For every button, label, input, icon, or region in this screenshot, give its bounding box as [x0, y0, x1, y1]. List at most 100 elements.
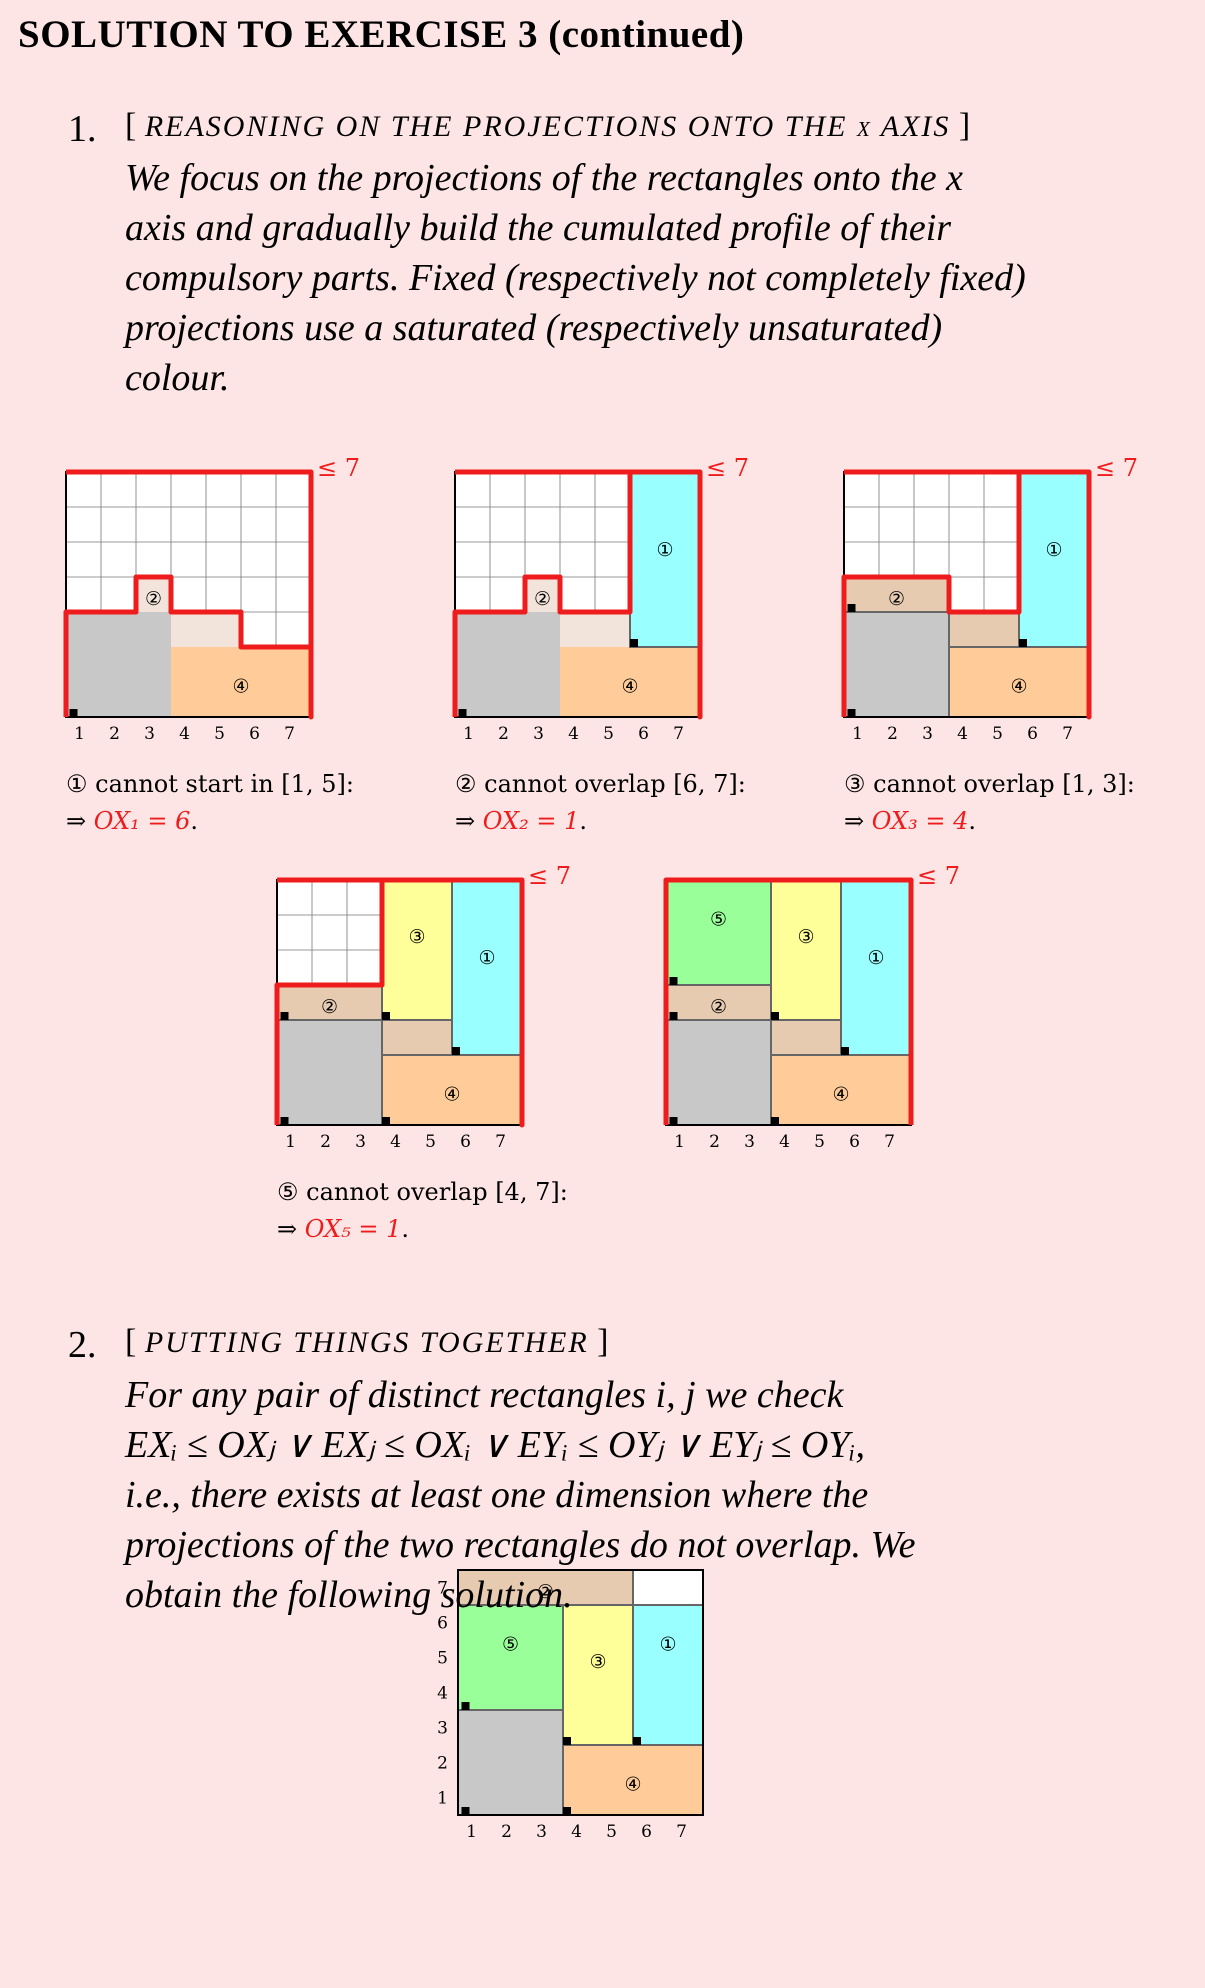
rect-label: ③ — [408, 926, 425, 948]
rect-label: ③ — [797, 926, 814, 948]
rect-label: ④ — [1010, 676, 1027, 698]
rect-label: ④ — [624, 1774, 641, 1796]
body-line: obtain the following solution. — [125, 1574, 573, 1616]
x-tick-label: 3 — [536, 1822, 547, 1842]
caption-4: ⑤ cannot overlap [4, 7]: ⇒ OX₅ = 1. — [277, 1174, 568, 1248]
x-tick-label: 3 — [922, 724, 933, 744]
body-line: We focus on the projections of the recta… — [125, 157, 963, 199]
origin-marker — [771, 1012, 779, 1020]
x-tick-label: 6 — [849, 1132, 860, 1152]
x-tick-label: 2 — [709, 1132, 720, 1152]
rect-label: ① — [656, 539, 673, 561]
caption-result: OX₃ = 4 — [871, 807, 969, 835]
x-tick-label: 1 — [852, 724, 863, 744]
x-tick-label: 3 — [355, 1132, 366, 1152]
y-tick-label: 5 — [437, 1649, 448, 1669]
y-tick-label: 1 — [437, 1789, 448, 1809]
origin-marker — [563, 1737, 571, 1745]
rect-label: ⑤ — [710, 909, 727, 931]
implies-symbol: ⇒ — [277, 1215, 305, 1243]
origin-marker — [1019, 639, 1027, 647]
origin-marker — [280, 1012, 289, 1020]
rect-4 — [171, 647, 311, 717]
x-tick-label: 2 — [320, 1132, 331, 1152]
x-tick-label: 7 — [495, 1132, 506, 1152]
x-tick-label: 5 — [606, 1822, 617, 1842]
origin-marker — [633, 1737, 641, 1745]
rect-4-top — [948, 611, 1020, 648]
implies-symbol: ⇒ — [66, 807, 94, 835]
section-2-number: 2. — [68, 1324, 97, 1366]
y-tick-label: 2 — [437, 1754, 448, 1774]
rect-label: ④ — [443, 1084, 460, 1106]
rect-2 — [525, 577, 560, 612]
section-1-heading: [ REASONING ON THE PROJECTIONS ONTO THE … — [125, 107, 970, 145]
rect-gray — [843, 611, 950, 718]
x-tick-label: 2 — [498, 724, 509, 744]
origin-marker — [461, 1807, 470, 1815]
capacity-limit-label: ≤ 7 — [528, 862, 571, 890]
rect-label: ② — [145, 588, 162, 610]
caption-text: ③ cannot overlap [1, 3]: — [844, 770, 1135, 798]
x-tick-label: 7 — [284, 724, 295, 744]
capacity-limit-label: ≤ 7 — [706, 454, 749, 482]
section-1-body: We focus on the projections of the recta… — [125, 153, 1026, 403]
origin-marker — [771, 1117, 779, 1125]
open-bracket: [ — [125, 107, 137, 144]
y-tick-label: 7 — [437, 1579, 448, 1599]
x-tick-label: 5 — [425, 1132, 436, 1152]
caption-text: ② cannot overlap [6, 7]: — [455, 770, 746, 798]
rect-label: ④ — [232, 676, 249, 698]
x-tick-label: 4 — [179, 724, 190, 744]
body-line: projections of the two rectangles do not… — [125, 1524, 916, 1566]
origin-marker — [630, 639, 638, 647]
x-tick-label: 4 — [957, 724, 968, 744]
rect-label: ② — [537, 1581, 554, 1603]
x-tick-label: 5 — [214, 724, 225, 744]
x-tick-label: 5 — [814, 1132, 825, 1152]
x-tick-label: 7 — [673, 724, 684, 744]
rect-label: ③ — [589, 1651, 606, 1673]
section-2-body: For any pair of distinct rectangles i, j… — [125, 1370, 916, 1620]
rect-label: ① — [867, 947, 884, 969]
origin-marker — [280, 1117, 289, 1125]
rect-3 — [770, 879, 842, 1021]
rect-label: ⑤ — [502, 1634, 519, 1656]
rect-5 — [665, 879, 772, 986]
red-profile — [274, 877, 525, 1128]
x-tick-label: 6 — [641, 1822, 652, 1842]
rect-5 — [457, 1604, 564, 1711]
caption-period: . — [190, 807, 198, 835]
implies-symbol: ⇒ — [844, 807, 872, 835]
origin-marker — [458, 709, 467, 717]
caption-period: . — [968, 807, 976, 835]
x-tick-label: 4 — [568, 724, 579, 744]
origin-marker — [452, 1047, 460, 1055]
x-tick-label: 5 — [603, 724, 614, 744]
section-2-heading-text: PUTTING THINGS TOGETHER — [144, 1326, 589, 1359]
page-title: SOLUTION TO EXERCISE 3 (continued) — [18, 13, 745, 56]
rect-gray — [455, 612, 560, 717]
red-profile — [63, 469, 314, 720]
caption-1: ① cannot start in [1, 5]: ⇒ OX₁ = 6. — [66, 766, 354, 840]
origin-marker — [847, 709, 856, 717]
x-tick-label: 1 — [285, 1132, 296, 1152]
body-line: For any pair of distinct rectangles i, j… — [125, 1374, 844, 1416]
x-tick-label: 3 — [744, 1132, 755, 1152]
rect-4 — [562, 1744, 704, 1816]
rect-label: ④ — [832, 1084, 849, 1106]
rect-label: ④ — [621, 676, 638, 698]
origin-marker — [382, 1012, 390, 1020]
rect-3 — [562, 1604, 634, 1746]
close-bracket: ] — [597, 1323, 609, 1360]
rect-4 — [560, 647, 700, 717]
x-tick-label: 7 — [1062, 724, 1073, 744]
y-tick-label: 4 — [437, 1684, 448, 1704]
caption-period: . — [401, 1215, 409, 1243]
x-tick-label: 7 — [676, 1822, 687, 1842]
section-1-heading-text: REASONING ON THE PROJECTIONS ONTO THE x … — [144, 110, 951, 143]
origin-marker — [461, 1702, 470, 1710]
